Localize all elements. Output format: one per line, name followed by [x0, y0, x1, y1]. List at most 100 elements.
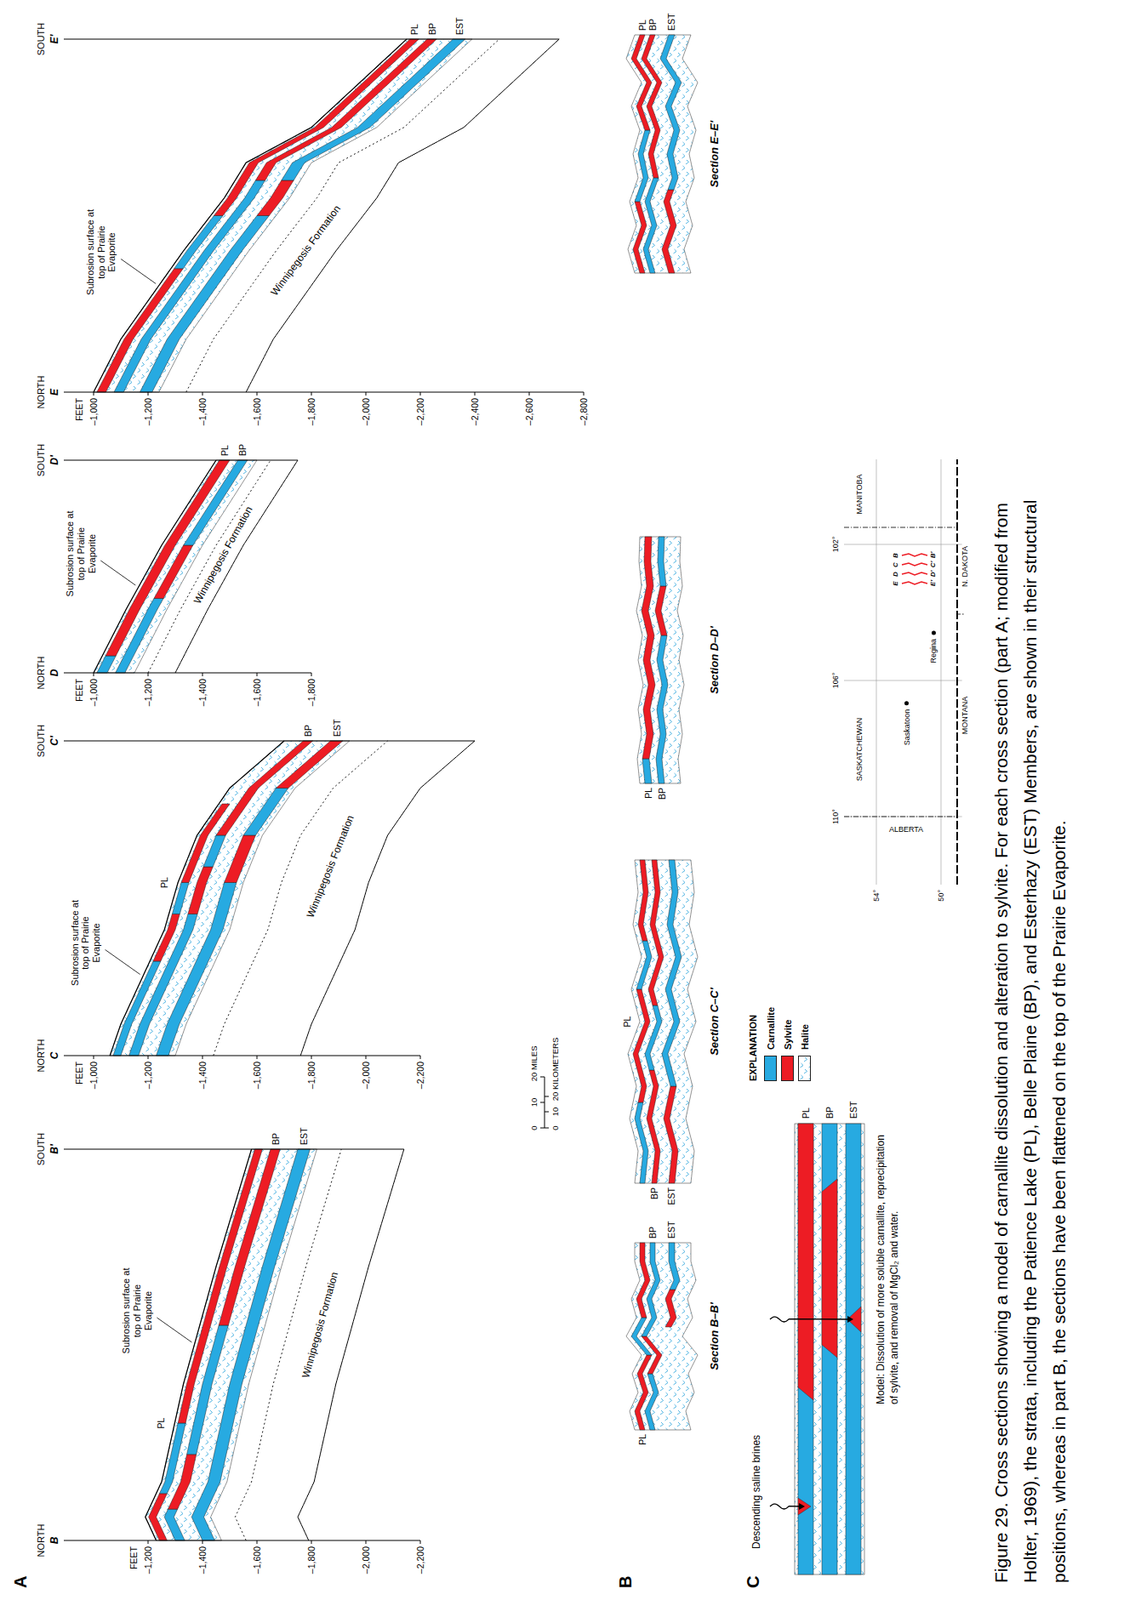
- halite-layer: [93, 460, 257, 674]
- depth-tick: [311, 1055, 313, 1060]
- cross-section: [63, 741, 475, 1060]
- section-letter: C′: [49, 735, 62, 747]
- member-label: BP: [427, 22, 438, 35]
- depth-tick-label: –2,000: [360, 1546, 371, 1575]
- carnallite-layer: [114, 180, 266, 393]
- arrowhead: [798, 1503, 805, 1511]
- halite-layer: [627, 860, 698, 1184]
- scale-label: 0: [530, 1125, 540, 1130]
- section-letter: B′: [49, 1144, 62, 1155]
- sylvite-layer: [661, 189, 677, 274]
- section-end-line: [63, 39, 559, 40]
- member-label: BP: [824, 1106, 835, 1119]
- scale-tick: [540, 1102, 545, 1104]
- graticule-line: [876, 459, 878, 885]
- depth-tick-label: –1,400: [197, 398, 208, 426]
- leader-line: [100, 560, 136, 586]
- graticule-line: [844, 680, 963, 682]
- depth-tick: [474, 392, 476, 396]
- formation-base: [300, 741, 475, 1056]
- depth-tick: [202, 1540, 204, 1545]
- member-label: BP: [237, 444, 248, 457]
- sylvite-layer: [638, 860, 649, 942]
- depth-tick: [256, 673, 258, 677]
- formation-base: [175, 460, 298, 674]
- member-label: EST: [331, 719, 343, 737]
- city-dot: [931, 631, 936, 636]
- halite-layer: [794, 1123, 865, 1575]
- sylvite-layer: [167, 1454, 196, 1510]
- legend-swatch: [764, 1055, 777, 1082]
- carnallite-layer: [644, 1005, 662, 1071]
- sylvite-layer: [798, 1498, 811, 1516]
- winnipegosis-top: [148, 460, 271, 674]
- depth-tick-label: –1,800: [306, 1061, 317, 1090]
- trace-letter: D: [891, 571, 900, 577]
- depth-tick-label: –1,000: [88, 1061, 99, 1090]
- part-label: B: [615, 1576, 636, 1589]
- trace-letter: B: [891, 553, 900, 559]
- member-label: BP: [647, 18, 658, 31]
- formation-base: [245, 39, 559, 393]
- figure-caption: Figure 29. Cross sections showing a mode…: [986, 477, 1074, 1584]
- subrosion-surface: [109, 741, 285, 1056]
- depth-tick: [93, 673, 95, 677]
- carnallite-layer: [636, 941, 652, 990]
- depth-tick: [365, 392, 367, 396]
- member-label: BP: [656, 787, 668, 800]
- direction-label: NORTH: [35, 656, 47, 691]
- member-label: EST: [666, 13, 677, 31]
- trace-letter: E: [891, 581, 900, 586]
- direction-label: SOUTH: [35, 1133, 47, 1167]
- trace-letter: C: [891, 562, 900, 568]
- carnallite-layer: [115, 598, 165, 674]
- carnallite-layer: [661, 860, 682, 1087]
- member-label: PL: [219, 444, 230, 457]
- section-trace: [901, 572, 928, 576]
- flattened-section: [626, 34, 698, 274]
- depth-tick-label: –2,000: [360, 398, 371, 426]
- sylvite-layer: [641, 1336, 662, 1375]
- leader-line: [105, 950, 141, 976]
- section-end-line: [63, 460, 298, 462]
- winnipegosis-top: [234, 1149, 342, 1541]
- member-label: PL: [621, 1016, 633, 1028]
- legend-row: Sylvite: [781, 1020, 794, 1082]
- halite-layer: [145, 1149, 318, 1541]
- carnallite-layer: [657, 536, 667, 587]
- section-letter: D′: [49, 455, 62, 466]
- model-text: Model: Dissolution of more soluble carna…: [874, 1123, 902, 1405]
- city-label: Saskatoon: [901, 708, 911, 748]
- sylvite-layer: [636, 1243, 651, 1318]
- depth-tick: [311, 673, 313, 677]
- sylvite-layer: [256, 180, 294, 217]
- depth-tick-label: –1,600: [251, 1546, 263, 1575]
- section-end-line: [63, 1540, 421, 1542]
- sylvite-layer: [663, 1086, 679, 1184]
- surface-callout: Subrosion surface at top of Prairie Evap…: [69, 898, 103, 988]
- state-border: [957, 614, 964, 616]
- depth-tick: [202, 1055, 204, 1060]
- depth-tick-label: –1,400: [197, 678, 208, 707]
- sylvite-layer: [821, 1179, 838, 1358]
- flattened-section: [627, 860, 698, 1184]
- sylvite-layer: [633, 201, 647, 274]
- leader-line: [120, 259, 156, 285]
- carnallite-layer: [191, 1149, 310, 1541]
- member-label: PL: [155, 1418, 166, 1430]
- arrowhead: [847, 1316, 854, 1324]
- halite-layer: [626, 1243, 698, 1431]
- axis-title: FEET: [74, 678, 85, 702]
- halite-pattern: [798, 1056, 810, 1081]
- legend-text: Carnallite: [765, 1007, 776, 1050]
- axis-title: FEET: [74, 398, 85, 422]
- city-dot: [904, 701, 909, 706]
- formation-label: Winnipegosis Formation: [268, 203, 344, 299]
- part-label: A: [11, 1576, 31, 1589]
- sylvite-layer: [641, 34, 662, 178]
- depth-tick: [202, 392, 204, 396]
- international-border: [956, 459, 959, 885]
- carnallite-layer: [845, 1123, 862, 1575]
- section-letter: E′: [49, 34, 62, 45]
- depth-tick-label: –1,600: [251, 1061, 263, 1090]
